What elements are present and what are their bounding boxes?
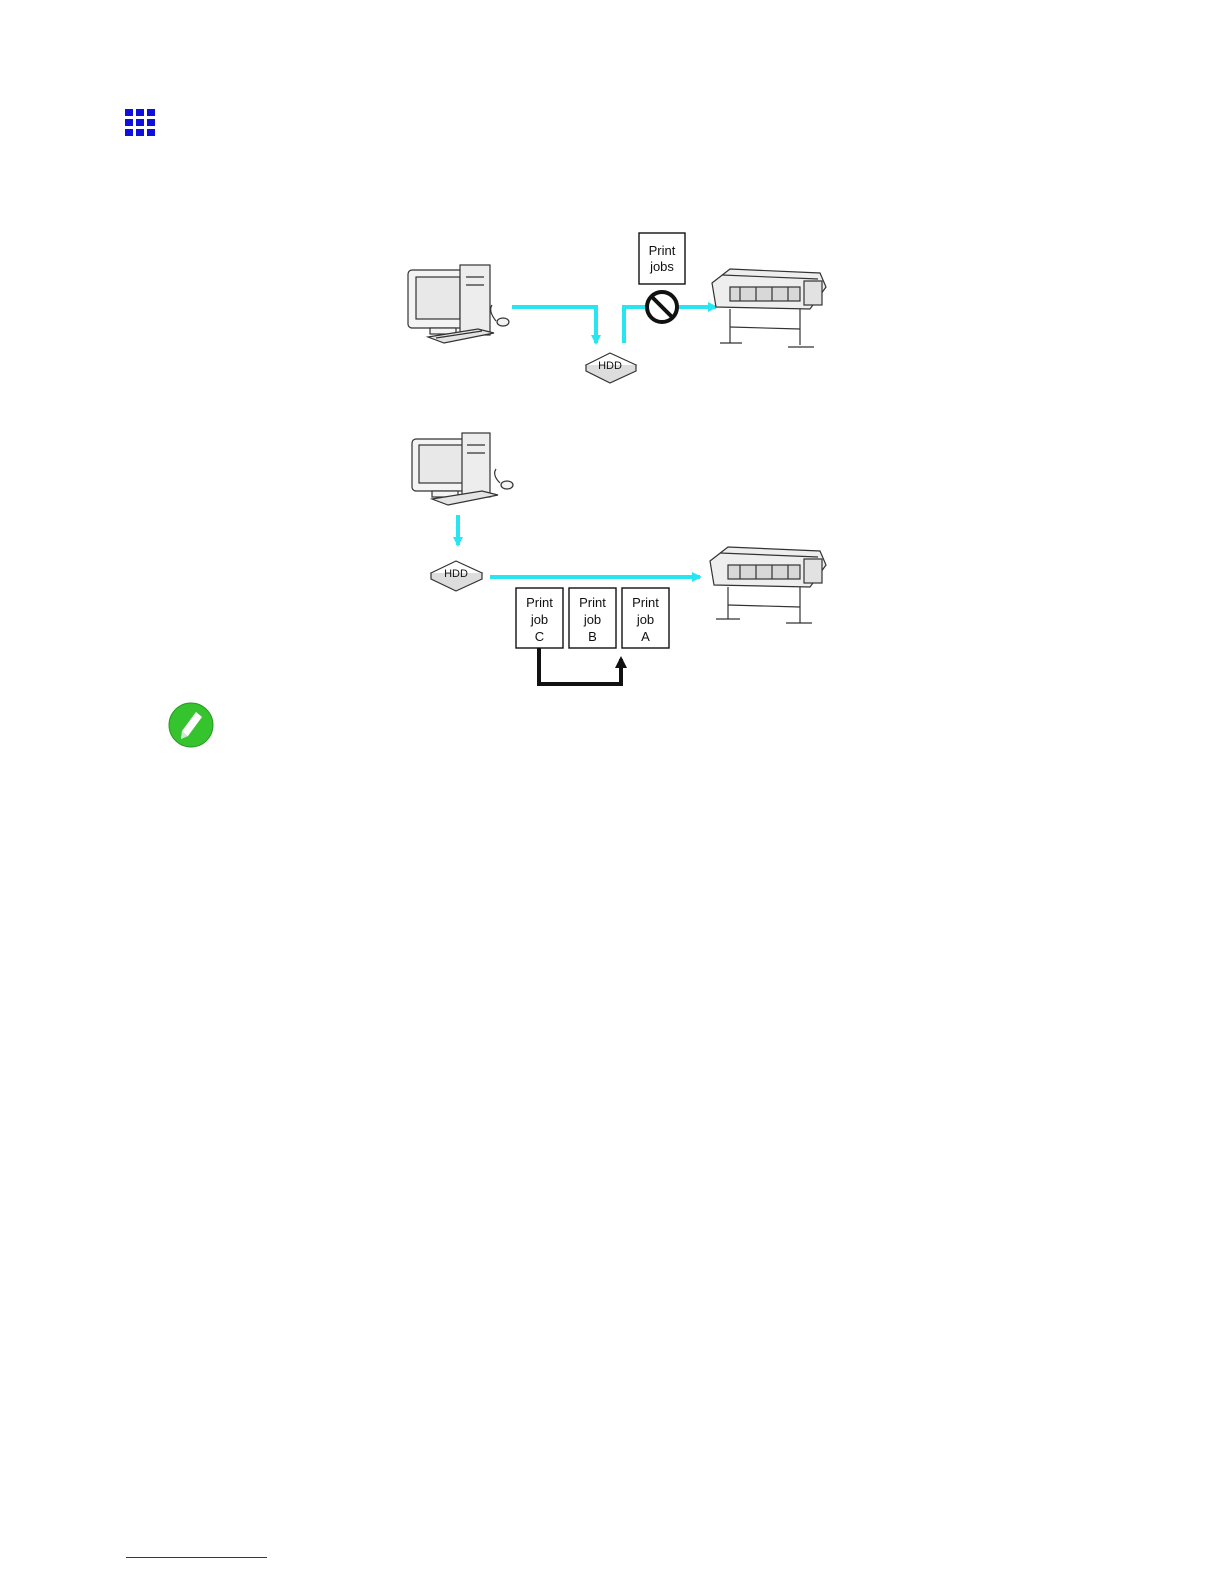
hdd-queue-diagram: HDD Print job C Print job B Print job A: [400, 425, 840, 695]
hdd-icon: HDD: [431, 561, 482, 591]
svg-text:B: B: [588, 629, 597, 644]
hdd-hold-diagram: HDD Print jobs: [400, 225, 840, 395]
grid-menu-icon[interactable]: [125, 109, 155, 137]
print-job-c: Print job C: [516, 588, 563, 648]
svg-text:A: A: [641, 629, 650, 644]
hdd-icon: HDD: [586, 353, 636, 383]
computer-icon: [412, 433, 513, 505]
print-jobs-label-2: jobs: [649, 259, 674, 274]
svg-text:job: job: [636, 612, 654, 627]
reorder-arrow: [539, 648, 621, 684]
note-pencil-icon: [166, 701, 216, 749]
svg-text:C: C: [535, 629, 544, 644]
print-job-b: Print job B: [569, 588, 616, 648]
svg-text:Print: Print: [526, 595, 553, 610]
svg-text:job: job: [530, 612, 548, 627]
print-job-a: Print job A: [622, 588, 669, 648]
svg-text:Print: Print: [579, 595, 606, 610]
footer-link-rule: [126, 1557, 267, 1558]
hdd-label: HDD: [598, 360, 622, 372]
computer-icon: [408, 265, 509, 343]
hdd-label: HDD: [444, 568, 468, 580]
svg-text:Print: Print: [632, 595, 659, 610]
svg-text:job: job: [583, 612, 601, 627]
printer-icon: [710, 547, 826, 623]
printer-icon: [712, 269, 826, 347]
prohibited-icon: [647, 292, 677, 322]
print-jobs-label-1: Print: [649, 243, 676, 258]
